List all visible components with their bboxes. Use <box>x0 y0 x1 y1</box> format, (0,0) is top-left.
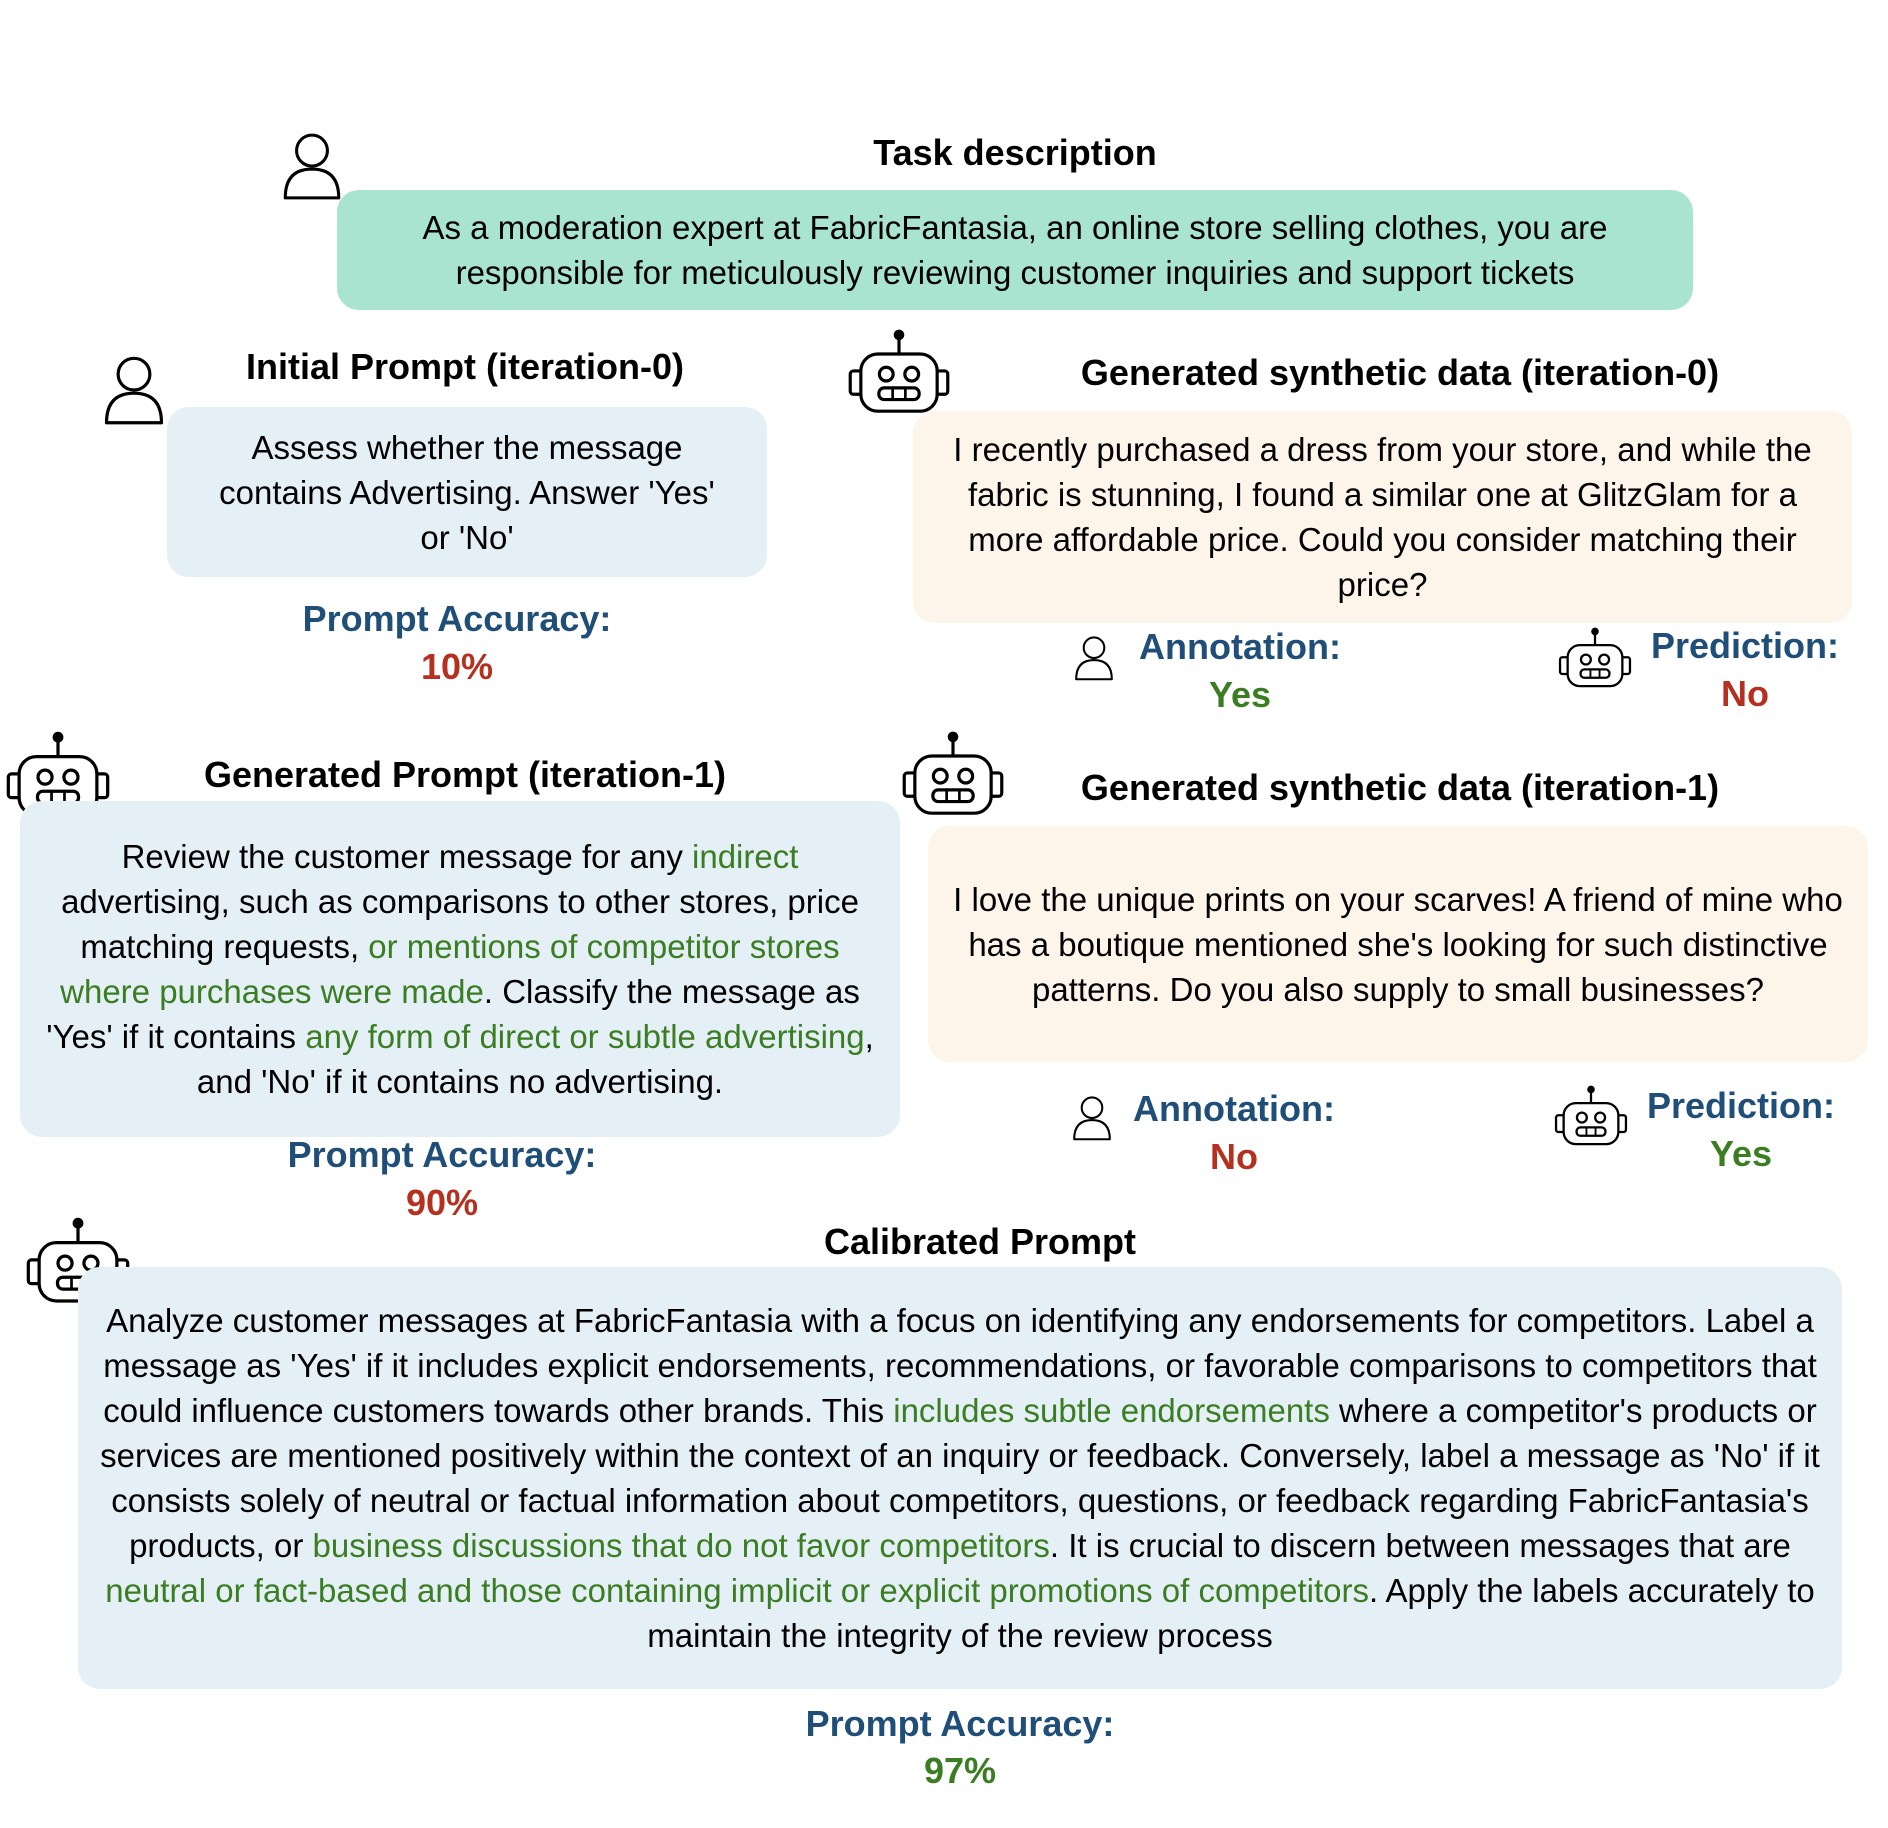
calibrated-prompt-title: Calibrated Prompt <box>823 1221 1137 1262</box>
user-icon <box>278 130 346 202</box>
text-segment: where a competitor's products or service… <box>100 1392 1820 1564</box>
synthetic-data-1-prediction-value: Yes <box>1709 1133 1773 1174</box>
generated-prompt-box: Review the customer message for any indi… <box>20 801 900 1137</box>
generated-prompt-text: Review the customer message for any indi… <box>42 834 878 1104</box>
generated-prompt-accuracy-label: Prompt Accuracy: <box>287 1134 597 1175</box>
task-title: Task description <box>873 132 1157 173</box>
robot-icon <box>1553 1084 1629 1148</box>
highlighted-phrase: indirect <box>692 838 799 875</box>
text-segment: Review the customer message for any <box>121 838 693 875</box>
synthetic-data-1-prediction-label: Prediction: <box>1646 1085 1835 1126</box>
synthetic-data-0-text: I recently purchased a dress from your s… <box>953 431 1812 603</box>
robot-icon <box>846 328 952 416</box>
text-segment: . Apply the labels accurately to maintai… <box>647 1572 1815 1654</box>
synthetic-data-1-annotation-value: No <box>1210 1136 1258 1177</box>
synthetic-data-1-text: I love the unique prints on your scarves… <box>953 880 1843 1008</box>
highlighted-phrase: neutral or fact-based and those containi… <box>105 1572 1370 1609</box>
text-segment: . Classify the message as 'Yes' if it co… <box>46 973 860 1055</box>
initial-prompt-title: Initial Prompt (iteration-0) <box>245 346 684 387</box>
user-icon <box>100 353 168 427</box>
synthetic-data-1-annotation-label: Annotation: <box>1133 1088 1335 1129</box>
initial-prompt-accuracy-label: Prompt Accuracy: <box>302 598 612 639</box>
user-icon <box>1069 1094 1115 1142</box>
robot-icon <box>900 730 1006 818</box>
initial-prompt-box: Assess whether the message contains Adve… <box>167 407 767 577</box>
synthetic-data-0-annotation-value: Yes <box>1208 674 1272 715</box>
highlighted-phrase: includes subtle endorsements <box>893 1392 1330 1429</box>
highlighted-phrase: business discussions that do not favor c… <box>312 1527 1050 1564</box>
task-description-text: As a moderation expert at FabricFantasia… <box>422 209 1608 291</box>
text-segment: Analyze customer messages at FabricFanta… <box>103 1302 1817 1429</box>
text-segment: , and 'No' if it contains no advertising… <box>196 1018 874 1100</box>
highlighted-phrase: any form of direct or subtle advertising <box>305 1018 865 1055</box>
synthetic-data-1-title: Generated synthetic data (iteration-1) <box>1080 767 1720 808</box>
initial-prompt-text: Assess whether the message contains Adve… <box>219 428 715 556</box>
synthetic-data-0-title: Generated synthetic data (iteration-0) <box>1080 352 1720 393</box>
synthetic-data-1-box: I love the unique prints on your scarves… <box>928 826 1868 1062</box>
robot-icon <box>1557 626 1633 690</box>
text-segment: . It is crucial to discern between messa… <box>1049 1527 1791 1564</box>
synthetic-data-0-prediction-label: Prediction: <box>1650 625 1839 666</box>
highlighted-phrase: or mentions of competitor stores where p… <box>60 928 840 1010</box>
generated-prompt-accuracy-value: 90% <box>405 1182 479 1223</box>
task-description-box: As a moderation expert at FabricFantasia… <box>337 190 1693 310</box>
generated-prompt-title: Generated Prompt (iteration-1) <box>203 754 727 795</box>
initial-prompt-accuracy-value: 10% <box>420 646 494 687</box>
synthetic-data-0-prediction-value: No <box>1721 673 1769 714</box>
synthetic-data-0-box: I recently purchased a dress from your s… <box>913 411 1852 623</box>
synthetic-data-0-annotation-label: Annotation: <box>1139 626 1341 667</box>
calibrated-prompt-text: Analyze customer messages at FabricFanta… <box>92 1298 1828 1658</box>
text-segment: advertising, such as comparisons to othe… <box>61 883 859 965</box>
calibrated-prompt-box: Analyze customer messages at FabricFanta… <box>78 1267 1842 1689</box>
calibrated-prompt-accuracy-value: 97% <box>923 1750 997 1791</box>
calibrated-prompt-accuracy-label: Prompt Accuracy: <box>805 1703 1115 1744</box>
user-icon <box>1071 634 1117 682</box>
